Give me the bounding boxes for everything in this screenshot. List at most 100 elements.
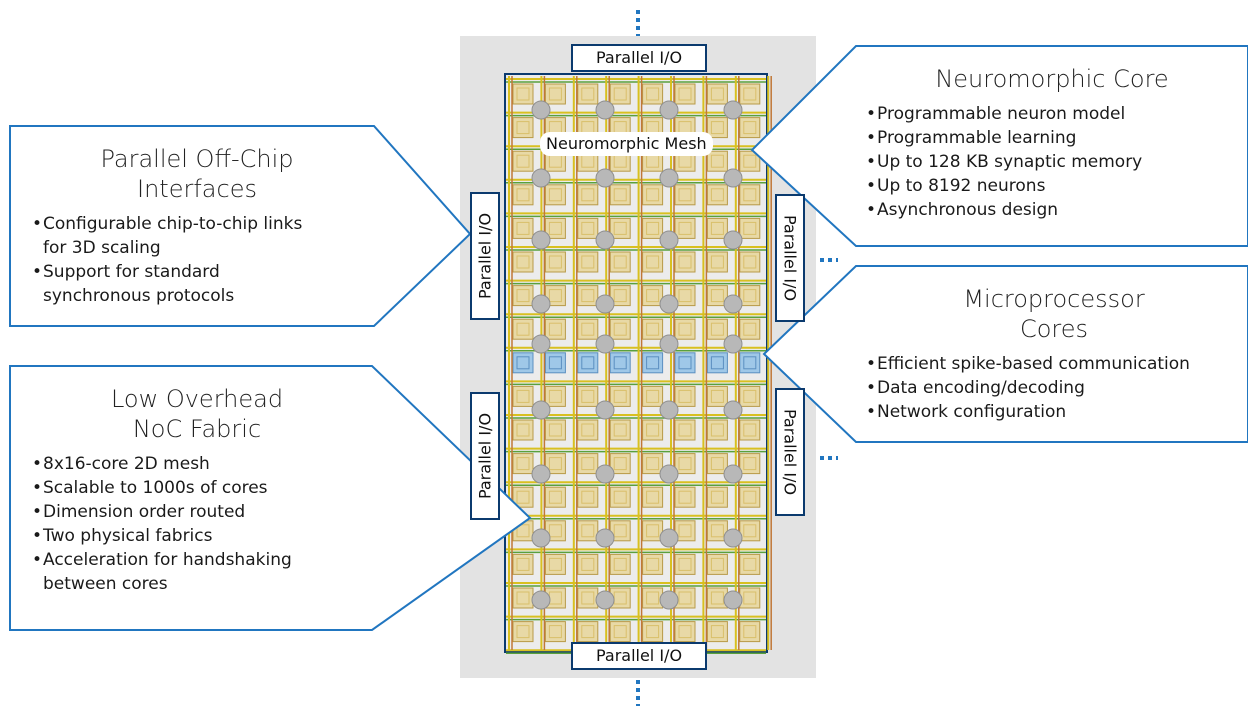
neuromorphic-core [642, 285, 664, 307]
neuromorphic-core [642, 587, 664, 609]
core-inner-grid [646, 457, 660, 471]
core-inner-grid [646, 557, 660, 571]
neuromorphic-core [609, 217, 631, 239]
core-inner-grid [516, 389, 530, 403]
neuromorphic-core [739, 318, 761, 340]
core-inner-grid [646, 87, 660, 101]
neuro-core-bullet-5: Asynchronous design [866, 198, 1238, 222]
mesh-router [531, 528, 551, 548]
neuromorphic-core [706, 217, 728, 239]
neuromorphic-core [706, 150, 728, 172]
mesh-router [531, 334, 551, 354]
neuromorphic-core [512, 486, 534, 508]
core-inner-grid [613, 322, 627, 336]
neuromorphic-core [609, 251, 631, 273]
callout-micro-list: Efficient spike-based communication Data… [866, 352, 1242, 424]
mesh-router [659, 334, 679, 354]
neuromorphic-core [674, 318, 696, 340]
core-inner-grid [581, 289, 595, 303]
mesh-router [659, 528, 679, 548]
core-inner-grid [516, 490, 530, 504]
core-inner-grid [613, 255, 627, 269]
neuromorphic-core [706, 486, 728, 508]
io-right-upper-text: Parallel I/O [780, 214, 800, 302]
neuromorphic-core [512, 150, 534, 172]
neuro-core-bullet-3: Up to 128 KB synaptic memory [866, 150, 1238, 174]
core-inner-grid [743, 322, 757, 336]
mesh-router [659, 100, 679, 120]
neuromorphic-core [674, 385, 696, 407]
core-inner-grid [548, 625, 562, 639]
neuromorphic-core [512, 587, 534, 609]
io-left-upper-label: Parallel I/O [470, 192, 500, 320]
neuromorphic-core [642, 419, 664, 441]
io-left-lower-label: Parallel I/O [470, 392, 500, 520]
neuromorphic-core [706, 553, 728, 575]
micro-bullet-3: Network configuration [866, 400, 1242, 424]
core-inner-grid [581, 557, 595, 571]
mesh-router [595, 230, 615, 250]
callout-neuro-core: Neuromorphic Core Programmable neuron mo… [866, 64, 1238, 222]
core-inner-grid [678, 289, 692, 303]
neuromorphic-core [512, 419, 534, 441]
core-inner-grid [548, 457, 562, 471]
neuromorphic-core [642, 520, 664, 542]
core-inner-grid [613, 625, 627, 639]
core-inner-grid [581, 188, 595, 202]
core-inner-grid [516, 322, 530, 336]
neuromorphic-core [739, 587, 761, 609]
neuromorphic-core [544, 621, 566, 643]
core-inner-grid [646, 625, 660, 639]
core-inner-grid [613, 490, 627, 504]
core-inner-grid [710, 524, 724, 538]
neuro-core-bullet-2: Programmable learning [866, 126, 1238, 150]
core-inner-grid [710, 188, 724, 202]
core-inner-grid [743, 121, 757, 135]
neuromorphic-core [512, 184, 534, 206]
core-inner-grid [743, 87, 757, 101]
neuromorphic-core [577, 83, 599, 105]
neuro-core-bullet-4: Up to 8192 neurons [866, 174, 1238, 198]
neuromorphic-core [739, 453, 761, 475]
mesh-router [659, 590, 679, 610]
neuromorphic-core [577, 217, 599, 239]
core-inner-grid [613, 389, 627, 403]
mesh-router [531, 168, 551, 188]
mesh-router [659, 230, 679, 250]
mesh-router [723, 400, 743, 420]
micro-bullet-2: Data encoding/decoding [866, 376, 1242, 400]
core-inner-grid [613, 289, 627, 303]
neuromorphic-core [739, 217, 761, 239]
core-inner-grid [516, 87, 530, 101]
callout-noc-title: Low Overhead NoC Fabric [32, 384, 362, 444]
neuromorphic-core [544, 251, 566, 273]
neuromorphic-core [512, 318, 534, 340]
neuromorphic-core [577, 453, 599, 475]
microprocessor-core [706, 352, 728, 374]
io-left-lower-text: Parallel I/O [475, 412, 495, 500]
core-inner-grid [710, 154, 724, 168]
core-inner-grid [710, 322, 724, 336]
mesh-router [723, 464, 743, 484]
mesh-router [531, 590, 551, 610]
callout-noc-title-line2: NoC Fabric [132, 415, 262, 443]
neuromorphic-core [577, 621, 599, 643]
neuromorphic-core [642, 486, 664, 508]
core-inner-grid [581, 457, 595, 471]
core-inner-grid [516, 356, 530, 370]
core-inner-grid [613, 188, 627, 202]
core-inner-grid [516, 154, 530, 168]
neuromorphic-core [739, 251, 761, 273]
core-inner-grid [581, 389, 595, 403]
neuromorphic-core [512, 251, 534, 273]
mesh-router [595, 100, 615, 120]
core-inner-grid [646, 389, 660, 403]
core-inner-grid [548, 356, 562, 370]
core-inner-grid [678, 524, 692, 538]
mesh-router [659, 464, 679, 484]
neuromorphic-core [706, 117, 728, 139]
core-inner-grid [548, 490, 562, 504]
neuromorphic-core [544, 184, 566, 206]
microprocessor-core [577, 352, 599, 374]
